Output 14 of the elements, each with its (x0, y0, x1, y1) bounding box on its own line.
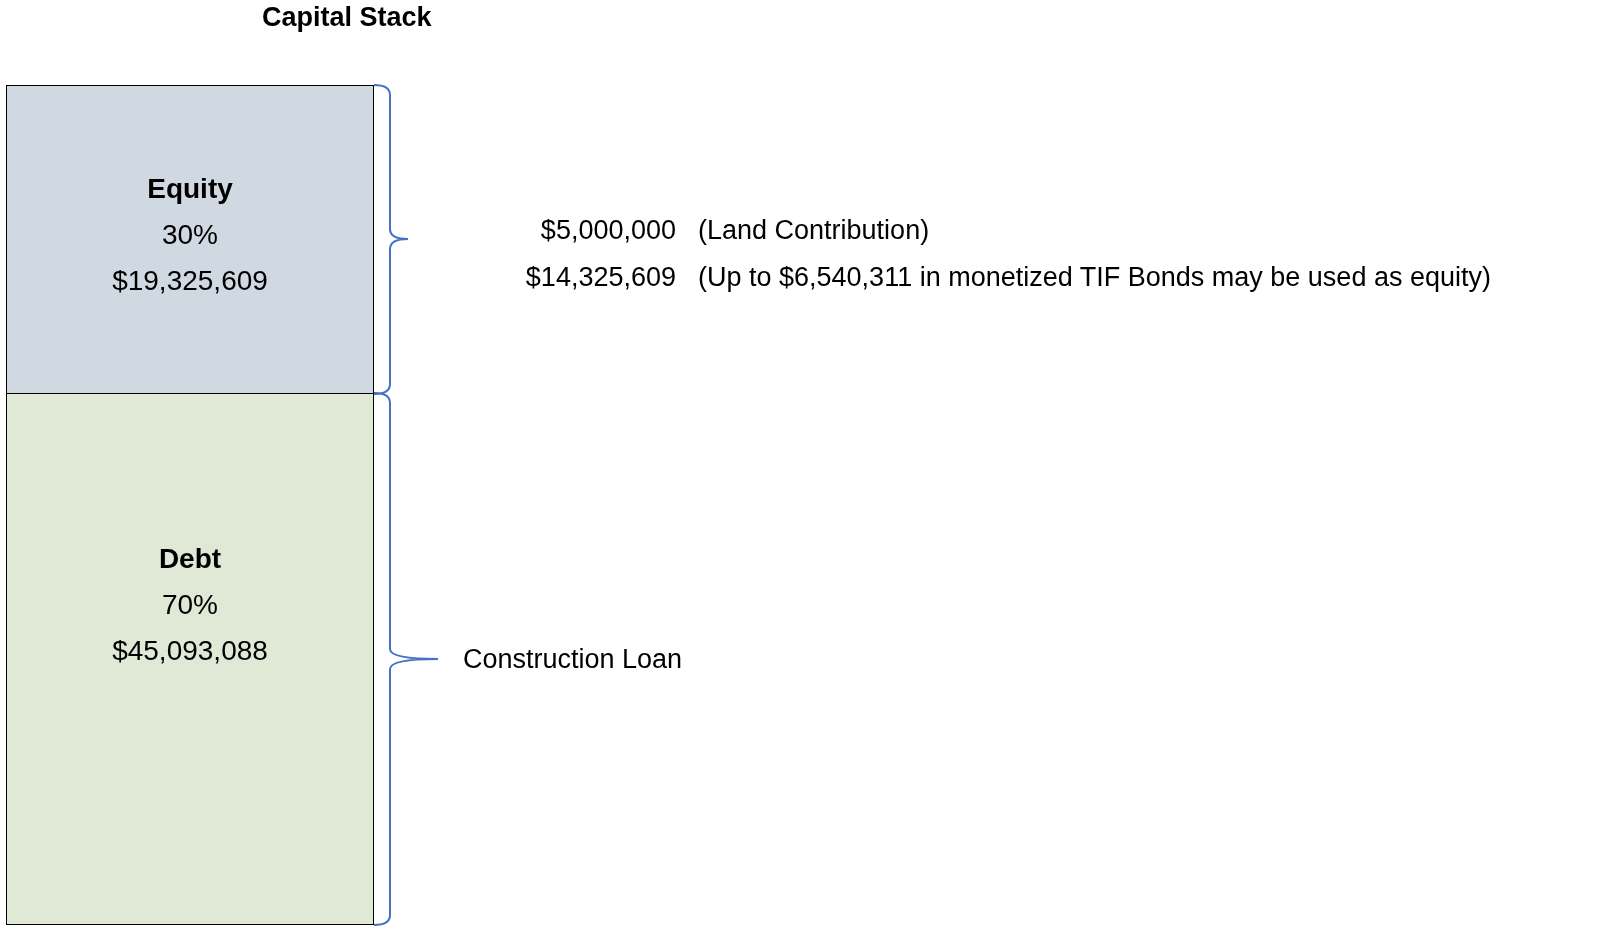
stack-segment (6, 393, 374, 925)
diagram-title: Capital Stack (262, 1, 432, 34)
note-label: (Land Contribution) (698, 214, 930, 247)
segment-amount: $45,093,088 (112, 634, 268, 668)
segment-percentage: 70% (161, 588, 218, 622)
segment-heading: Debt (158, 542, 222, 576)
segment-amount: $19,325,609 (112, 264, 268, 298)
segment-heading: Equity (147, 172, 233, 206)
stack-segment (6, 85, 374, 394)
amount-label: $14,325,609 (525, 261, 676, 294)
segment-percentage: 30% (161, 218, 218, 252)
bracket-label: Construction Loan (463, 643, 683, 676)
amount-label: $5,000,000 (540, 214, 676, 247)
note-label: (Up to $6,540,311 in monetized TIF Bonds may be used as equity) (698, 261, 1491, 294)
